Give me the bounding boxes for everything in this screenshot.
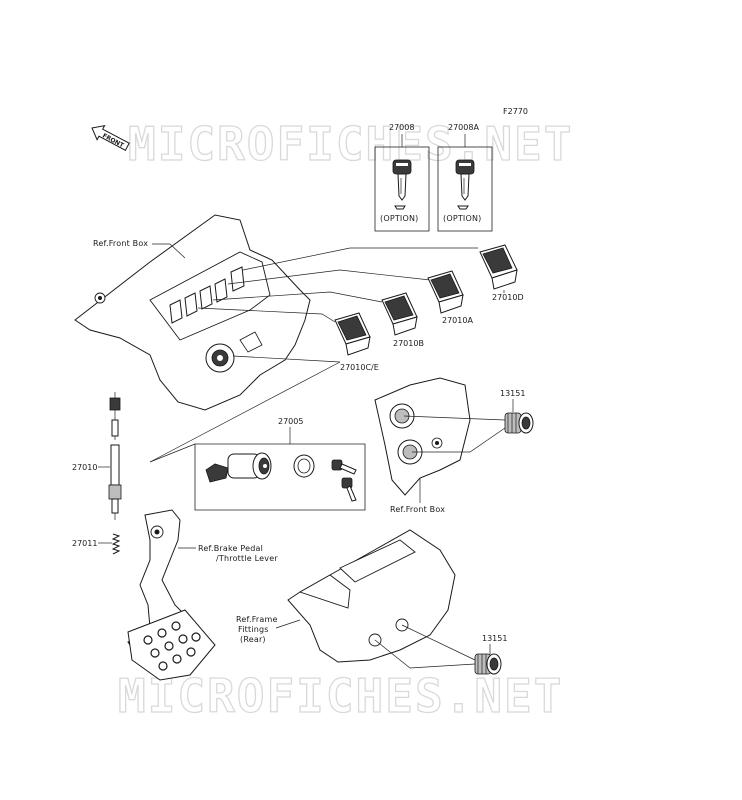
ignition-nut [293,454,315,478]
watermark-top: MICROFICHES.NET [128,117,573,171]
rocker-switch-27010ce [334,312,371,356]
part-number-13151-upper: 13151 [500,389,525,398]
key-icon [392,159,412,210]
rocker-switch-27010d [479,244,518,290]
ignition-hole [205,343,235,373]
socket-bracket-upper [374,377,471,496]
part-number-27008a: 27008A [448,123,479,132]
option-label-a: (OPTION) [380,214,419,223]
part-number-27011: 27011 [72,539,97,548]
part-number-27010: 27010 [72,463,97,472]
ref-frame-line3: (Rear) [240,635,266,644]
brake-light-switch [108,392,122,520]
part-number-27005: 27005 [278,417,303,426]
power-socket-13151-lower [474,653,502,675]
ignition-keys [331,459,357,502]
leader-lines-switches [197,247,478,363]
key-option-box-a: (OPTION) [374,134,430,232]
figure-code: F2770 [503,107,528,116]
option-label-b: (OPTION) [443,214,482,223]
ignition-switch [205,452,272,483]
power-socket-13151-upper [504,412,534,434]
return-spring [111,533,121,555]
part-number-27010a: 27010A [442,316,473,325]
frame-fittings-rear [287,529,456,663]
ref-brake-pedal-line2: /Throttle Lever [216,554,278,563]
key-icon [455,159,475,210]
ref-brake-pedal-line1: Ref.Brake Pedal [198,544,263,553]
ref-frame-line2: Fittings [238,625,269,634]
part-number-27010d: 27010D [492,293,524,302]
switch-slots [169,266,245,324]
rocker-switch-27010b [381,292,418,336]
part-number-27010b: 27010B [393,339,424,348]
key-option-box-b: (OPTION) [437,134,493,232]
ref-front-box-lower: Ref.Front Box [390,505,445,514]
brake-pedal [127,509,216,681]
ignition-kit-box [149,361,366,511]
front-box-panel [74,214,311,411]
watermark-bottom: MICROFICHES.NET [118,669,563,723]
pedal-pad-holes [143,621,201,671]
ref-frame-line1: Ref.Frame [236,615,278,624]
part-number-13151-lower: 13151 [482,634,507,643]
rocker-switch-27010a [427,270,464,314]
part-number-27008: 27008 [389,123,414,132]
part-number-27010ce: 27010C/E [340,363,379,372]
ref-front-box-top: Ref.Front Box [93,239,148,248]
front-arrow-icon: FRONT [91,124,130,151]
